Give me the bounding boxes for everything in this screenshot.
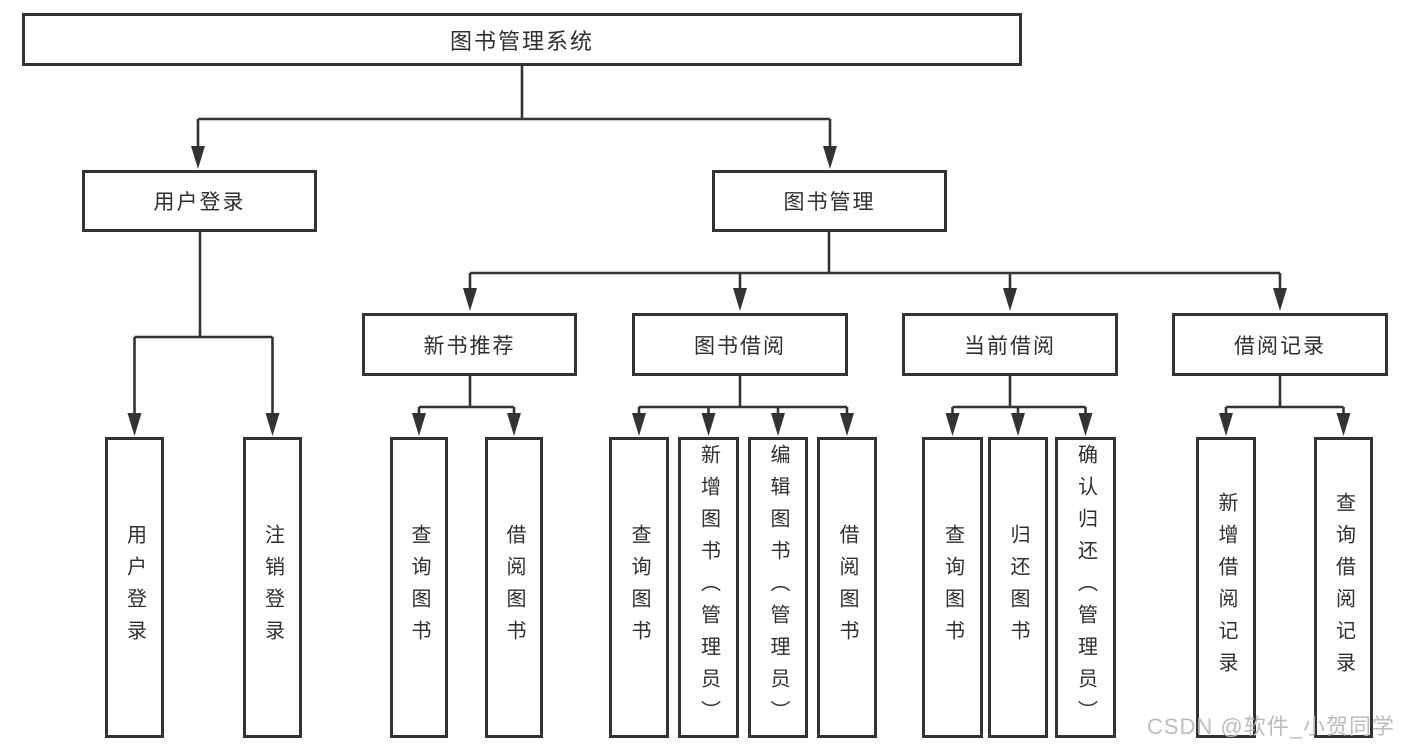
leaf-query-books-recommend: 查询图书 [390,437,448,738]
node-label: 借阅记录 [1234,334,1326,358]
leaf-borrow-books-recommend: 借阅图书 [485,437,543,738]
leaf-query-borrow-record: 查询借阅记录 [1314,437,1373,738]
node-label: 用户登录 [123,523,146,652]
leaf-add-book-admin: 新增图书（管理员） [678,437,739,738]
leaf-query-books-borrow: 查询图书 [609,437,669,738]
node-label: 确认归还（管理员） [1074,443,1097,732]
node-label: 注销登录 [261,523,284,652]
node-label: 用户登录 [153,191,246,214]
node-new-book-recommend: 新书推荐 [362,313,577,376]
leaf-add-borrow-record: 新增借阅记录 [1196,437,1256,738]
csdn-watermark: CSDN @软件_小贺同学 [1146,714,1395,739]
node-library-management-system: 图书管理系统 [22,13,1022,66]
leaf-confirm-return-admin: 确认归还（管理员） [1055,437,1116,738]
node-label: 编辑图书（管理员） [767,443,789,732]
node-label: 图书管理 [783,191,876,214]
node-book-borrow: 图书借阅 [632,313,848,376]
node-label: 借阅图书 [836,523,858,652]
node-label: 图书借阅 [694,334,786,358]
leaf-edit-book-admin: 编辑图书（管理员） [748,437,808,738]
node-label: 新书推荐 [423,334,516,358]
leaf-query-books-current: 查询图书 [922,437,983,738]
node-label: 当前借阅 [964,334,1056,358]
node-label: 归还图书 [1007,523,1029,652]
leaf-return-book: 归还图书 [988,437,1048,738]
node-borrow-records: 借阅记录 [1172,313,1388,376]
leaf-user-login: 用户登录 [105,437,164,738]
leaf-borrow-books: 借阅图书 [817,437,877,738]
node-label: 借阅图书 [503,523,525,652]
node-book-management: 图书管理 [712,170,947,232]
node-label: 查询图书 [408,523,430,652]
leaf-logout: 注销登录 [243,437,302,738]
node-user-login: 用户登录 [82,170,317,232]
node-label: 查询借阅记录 [1332,491,1355,684]
node-current-borrow: 当前借阅 [902,313,1118,376]
node-label: 新增图书（管理员） [697,443,720,732]
node-label: 查询图书 [941,523,964,652]
node-label: 查询图书 [628,523,650,652]
node-label: 新增借阅记录 [1215,491,1237,684]
node-label: 图书管理系统 [449,28,594,54]
